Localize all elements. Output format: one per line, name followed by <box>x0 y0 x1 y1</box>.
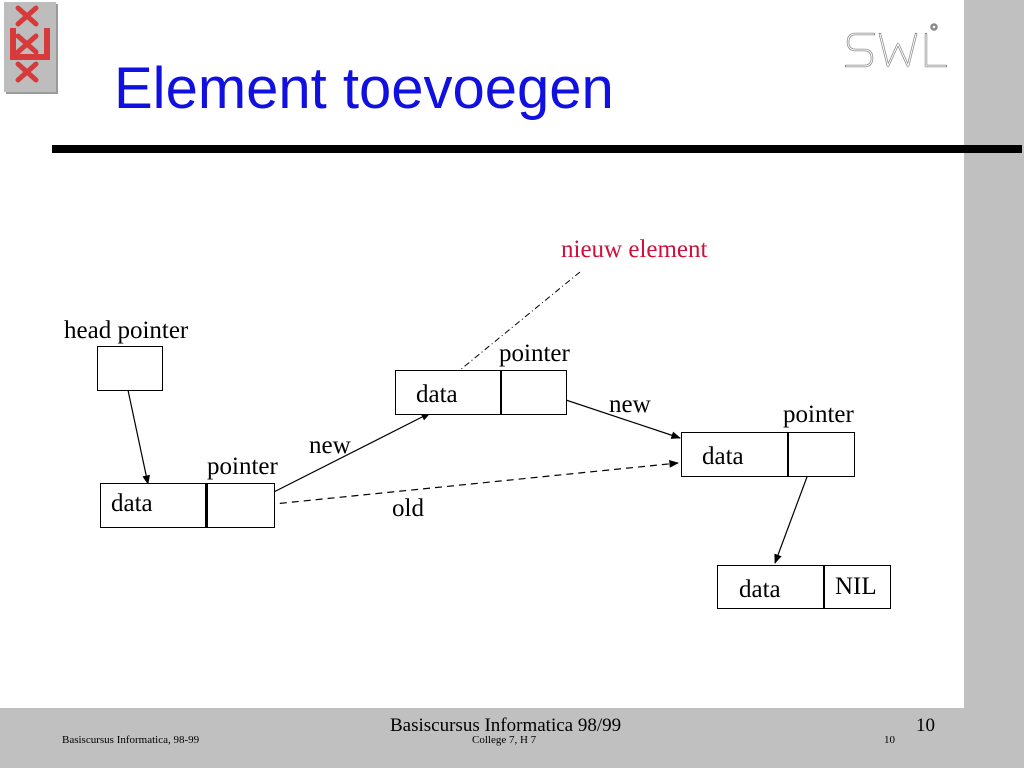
last-node-nil: NIL <box>835 573 877 600</box>
new-right-arrow <box>544 392 681 439</box>
label-head-pointer: head pointer <box>64 317 189 344</box>
last-node-data: data <box>739 576 781 603</box>
old-dashed-arrow <box>243 460 679 508</box>
footer-page-number: 10 <box>916 715 935 736</box>
label-pointer-right: pointer <box>783 401 854 428</box>
swi-logo-icon <box>844 23 948 68</box>
label-new-right: new <box>609 391 651 418</box>
last-node: data NIL <box>717 565 891 609</box>
label-nieuw-element: nieuw element <box>561 236 708 263</box>
footer-left-text: Basiscursus Informatica, 98-99 <box>62 734 200 746</box>
label-pointer-left: pointer <box>207 453 278 480</box>
footer-course-title: Basiscursus Informatica 98/99 <box>390 715 622 736</box>
slide-title: Element toevoegen <box>114 56 614 121</box>
footer-right-number: 10 <box>884 734 895 746</box>
right-node-divider <box>787 433 789 476</box>
middle-node: data <box>395 370 567 415</box>
middle-node-data: data <box>416 381 458 408</box>
label-pointer-middle: pointer <box>499 340 570 367</box>
head-pointer-box <box>97 346 163 391</box>
right-node: data <box>681 432 855 477</box>
label-new-left: new <box>309 432 351 459</box>
footer-bar <box>0 708 1024 768</box>
first-node-data: data <box>111 490 153 517</box>
footer-center-text: College 7, H 7 <box>472 734 537 746</box>
first-node: data <box>100 483 275 528</box>
new-left-arrow <box>257 412 431 501</box>
label-old: old <box>392 495 424 522</box>
university-logo-icon <box>4 2 56 92</box>
right-sidebar-bar <box>964 0 1024 768</box>
last-node-divider <box>823 566 825 608</box>
right-node-data: data <box>702 443 744 470</box>
middle-node-divider <box>500 371 502 414</box>
title-divider <box>52 145 1022 153</box>
first-node-divider <box>205 484 208 527</box>
